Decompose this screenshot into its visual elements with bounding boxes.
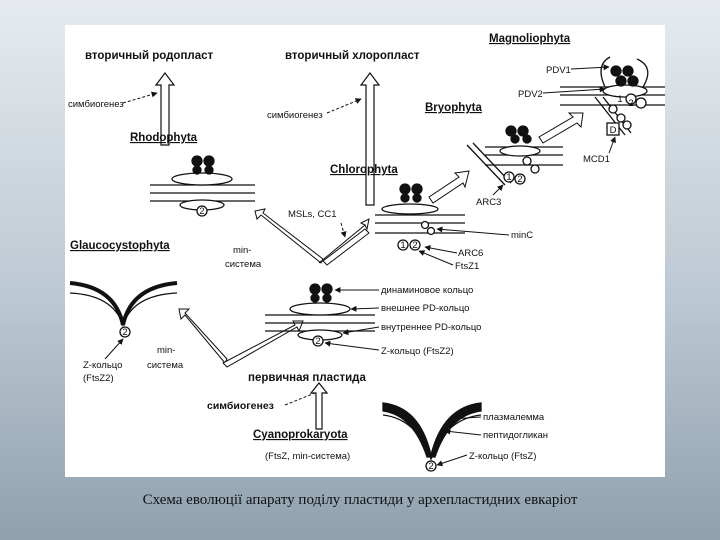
symbiogenesis-arrow-mid [326, 98, 362, 114]
label-inner-pd-ring: внутреннее PD-кольцо [381, 322, 481, 333]
z-ring-ftsz2-pointer [324, 340, 380, 351]
diagram-panel: вторичный родопласт вторичный хлоропласт… [65, 25, 665, 477]
primary-plastid-title: первичная пластида [248, 372, 366, 384]
taxon-rhodophyta: Rhodophyta [130, 132, 198, 144]
cyano-marker-2: 2 [428, 461, 433, 472]
secondary-rhodoplast-title: вторичный родопласт [85, 50, 213, 62]
slide-caption: Схема еволюції апарату поділу пластиди у… [142, 492, 578, 508]
label-z-ring-ftsz2: Z-кольцо (FtsZ2) [381, 346, 454, 357]
primary-marker-2: 2 [315, 336, 320, 347]
inner-pd-pointer [342, 326, 380, 336]
label-cyano-proteins: (FtsZ, min-система) [265, 451, 350, 462]
cyano-z-ring-pointer [436, 454, 468, 467]
magnolio-marker-2: 2 [628, 98, 633, 109]
label-pdv2: PDV2 [518, 89, 543, 100]
ftsz1-pointer [418, 250, 454, 266]
chloro-marker-2: 2 [412, 240, 417, 251]
msl-pointer [340, 222, 347, 238]
arc6-pointer [424, 245, 458, 254]
peptidoglycan-pointer [444, 428, 482, 436]
secondary-chloroplast-title: вторичный хлоропласт [285, 50, 420, 62]
symbiogenesis-arrow-left [122, 91, 158, 104]
minc-pointer [436, 226, 510, 236]
plasmalemma-pointer [450, 415, 482, 422]
chloro-marker-1: 1 [400, 240, 405, 251]
label-dynamin-ring: динаминовое кольцо [381, 285, 473, 296]
plastid-division-diagram: вторичный родопласт вторичный хлоропласт… [68, 33, 665, 472]
pdv2-pointer [542, 86, 606, 94]
magnolio-marker-1: 1 [617, 94, 622, 105]
cyano-to-primary-hollow-arrow [309, 382, 329, 430]
symbiogenesis-label-mid: симбиогенез [267, 110, 323, 121]
taxon-glaucocystophyta: Glaucocystophyta [70, 240, 170, 252]
label-outer-pd-ring: внешнее PD-кольцо [381, 303, 469, 314]
symbiogenesis-label-bottom: симбиогенез [207, 400, 274, 412]
arc3-pointer [492, 184, 504, 196]
label-min-system-lower-1: min- [157, 345, 175, 356]
label-pdv1: PDV1 [546, 65, 571, 76]
label-arc3: ARC3 [476, 197, 501, 208]
glauco-marker-2: 2 [122, 327, 127, 338]
pdv1-pointer [570, 64, 610, 71]
chlorophyta-division-apparatus [375, 183, 465, 251]
taxon-magnoliophyta: Magnoliophyta [489, 33, 571, 45]
bryo-marker-1: 1 [506, 172, 511, 183]
upper-min-system-arrows [254, 208, 370, 266]
label-glauco-z-ring-1: Z-кольцо [83, 360, 122, 371]
glauco-z-ring-pointer [104, 338, 124, 360]
label-min-system-upper-2: система [225, 259, 262, 270]
label-plasmalemma: плазмалемма [483, 412, 545, 423]
label-ftsz1: FtsZ1 [455, 261, 479, 272]
taxon-bryophyta: Bryophyta [425, 102, 482, 114]
label-cyano-z-ring: Z-кольцо (FtsZ) [469, 451, 536, 462]
label-min-system-upper-1: min- [233, 245, 251, 256]
symbiogenesis-label-left: симбиогенез [68, 99, 124, 110]
label-msl-cc1: MSLs, CC1 [288, 209, 337, 220]
label-arc6: ARC6 [458, 248, 483, 259]
label-glauco-z-ring-2: (FtsZ2) [83, 373, 114, 384]
glaucocystophyta-division-apparatus [69, 281, 178, 338]
rhodo-marker-2: 2 [199, 206, 204, 217]
bryophyta-division-apparatus [466, 125, 563, 186]
bryo-marker-2: 2 [517, 174, 522, 185]
label-minc: minC [511, 230, 533, 241]
mcd1-pointer [608, 136, 616, 154]
bryophyta-to-magnoliophyta-arrow [538, 112, 584, 144]
lower-min-system-arrows [178, 308, 304, 368]
outer-pd-pointer [350, 305, 380, 312]
label-mcd1: MCD1 [583, 154, 610, 165]
magnoliophyta-division-apparatus [560, 56, 665, 136]
rhodophyta-division-apparatus [150, 155, 255, 217]
taxon-chlorophyta: Chlorophyta [330, 164, 398, 176]
chloroplast-hollow-arrow [359, 72, 381, 206]
chlorophyta-to-bryophyta-arrow [428, 170, 470, 204]
magnolio-marker-d: D [610, 125, 617, 136]
taxon-cyanoprokaryota: Cyanoprokaryota [253, 429, 348, 441]
rhodoplast-hollow-arrow [154, 72, 176, 146]
label-min-system-lower-2: система [147, 360, 184, 371]
label-peptidoglycan: пептидогликан [483, 430, 548, 441]
symbiogenesis-arrow-bottom-dash [284, 392, 316, 406]
